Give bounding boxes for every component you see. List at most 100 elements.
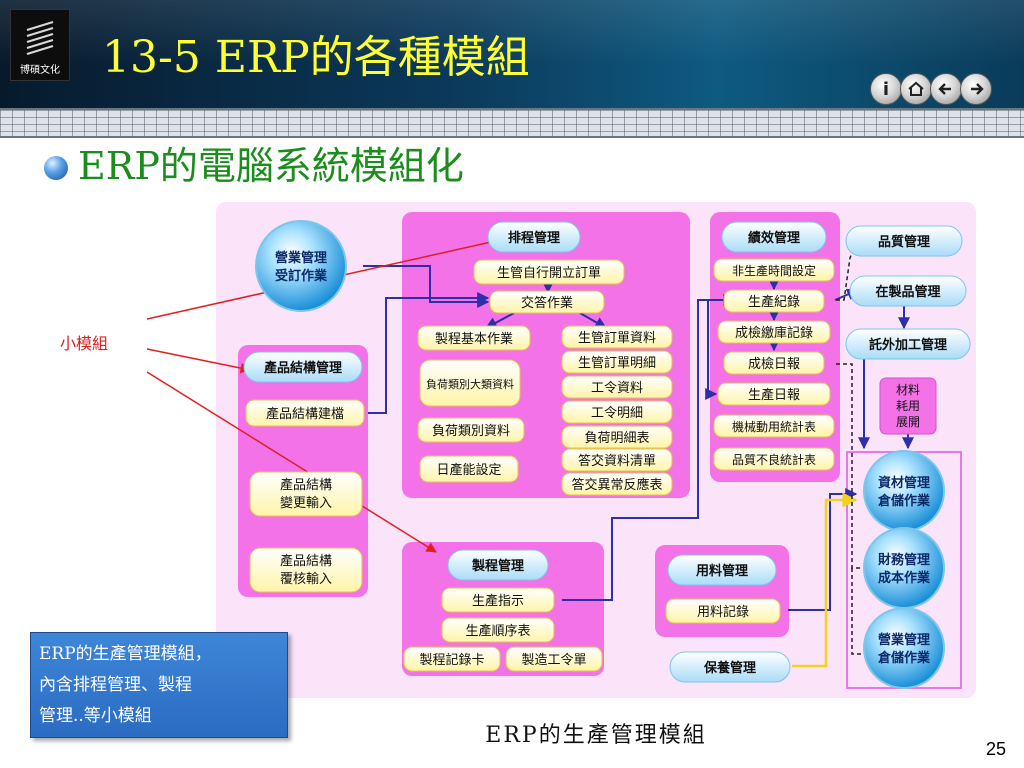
left-arrow-glyph [938, 83, 951, 95]
product-structure-change-line1: 產品結構 [280, 477, 332, 493]
header-grid-stripe [0, 108, 1024, 138]
small-module-label: 小模組 [60, 334, 108, 353]
product-structure-title-node[interactable] [243, 351, 363, 383]
process-title-node[interactable] [447, 549, 549, 581]
process-basic-node[interactable] [417, 325, 531, 351]
perf-label: 成檢日報 [748, 356, 800, 372]
sched-right-node[interactable] [561, 375, 673, 399]
sched-right-node[interactable] [561, 448, 673, 472]
process-basic-label: 製程基本作業 [435, 331, 513, 347]
materials-use-title: 用料管理 [695, 563, 748, 579]
daily-capacity-label: 日產能設定 [436, 462, 501, 478]
process-record-label: 製程記錄卡 [419, 652, 484, 668]
sched-right-node[interactable] [561, 400, 673, 424]
performance-title-node[interactable] [721, 221, 827, 253]
quality-label: 品質管理 [878, 234, 930, 250]
materials-record-label: 用料記錄 [697, 604, 749, 620]
perf-label: 生產日報 [748, 387, 800, 403]
sched-right-label: 答交資料清單 [578, 453, 656, 469]
home-glyph [908, 81, 924, 96]
circle-sales-storage-line2: 倉儲作業 [877, 650, 931, 666]
scheduling-title: 排程管理 [508, 230, 560, 246]
outsource-node[interactable] [845, 328, 971, 360]
sched-right-label: 工令資料 [591, 381, 643, 396]
publisher-logo: 博碩文化 [10, 9, 70, 81]
red-arrow-to-product-structure [146, 348, 252, 374]
sched-right-node[interactable] [561, 325, 673, 349]
perf-label: 機械動用統計表 [732, 419, 816, 434]
perf-node[interactable] [723, 289, 825, 313]
delivery-label: 交答作業 [521, 295, 573, 311]
sched-right-label: 生管訂單明細 [578, 355, 656, 371]
load-category-label: 負荷類別資料 [432, 424, 510, 439]
connector-process-to-production [562, 294, 736, 601]
load-category-node[interactable] [417, 417, 525, 443]
product-structure-create-node[interactable] [245, 399, 365, 427]
circle-finance-cost[interactable]: 財務管理 成本作業 [863, 527, 945, 609]
circle-finance-cost-line1: 財務管理 [877, 552, 930, 568]
wip-node[interactable] [849, 275, 967, 307]
circle-sales-order[interactable]: 營業管理 受訂作業 [255, 220, 347, 312]
sched-right-node[interactable] [561, 425, 673, 449]
product-structure-change-node[interactable] [249, 471, 363, 517]
connector-structure-to-delivery [368, 292, 490, 414]
self-order-node[interactable] [473, 259, 625, 285]
maintenance-node[interactable] [669, 651, 791, 683]
production-instruction-label: 生產指示 [472, 593, 524, 609]
right-arrow-glyph [971, 83, 984, 95]
sched-right-label: 工令明細 [591, 406, 643, 421]
materials-consumption-line1: 材料 [896, 383, 920, 397]
production-sequence-node[interactable] [441, 617, 555, 643]
note-box: ERP的生產管理模組， 內含排程管理、製程 管理..等小模組 [30, 632, 288, 738]
perf-node[interactable] [717, 382, 831, 406]
perf-node[interactable] [713, 447, 835, 471]
materials-use-title-node[interactable] [667, 554, 777, 586]
quality-node[interactable] [845, 225, 963, 257]
circle-sales-storage[interactable]: 營業管理 倉儲作業 [863, 607, 945, 689]
load-category-major-node[interactable] [419, 359, 521, 407]
perf-node[interactable] [713, 414, 835, 438]
work-order-node[interactable] [505, 646, 603, 672]
circle-finance-cost-line2: 成本作業 [878, 570, 931, 586]
connector-sales-to-delivery [363, 265, 490, 308]
production-instruction-node[interactable] [441, 587, 555, 613]
sched-right-label: 負荷明細表 [584, 431, 649, 446]
connector-sales-storage-dashed [851, 568, 862, 655]
back-arrow-icon[interactable] [930, 73, 962, 105]
perf-node[interactable] [713, 258, 835, 282]
sched-right-node[interactable] [561, 472, 673, 496]
performance-title: 績效管理 [748, 230, 800, 246]
connector-finance-dashed [836, 363, 862, 569]
product-structure-create: 產品結構建檔 [266, 406, 344, 422]
product-structure-title: 產品結構管理 [263, 360, 342, 376]
home-icon[interactable] [900, 73, 932, 105]
circle-materials-storage[interactable]: 資材管理 倉儲作業 [863, 450, 945, 532]
delivery-node[interactable] [489, 290, 605, 314]
product-structure-review-node[interactable] [249, 547, 363, 593]
daily-capacity-node[interactable] [419, 455, 519, 483]
perf-node[interactable] [717, 320, 831, 344]
circle-materials-storage-line1: 資材管理 [878, 475, 930, 491]
slide-header [0, 0, 1024, 108]
diagram-caption: ERP的生產管理模組 [485, 723, 706, 748]
sched-right-node[interactable] [561, 350, 673, 374]
note-line: 內含排程管理、製程 [39, 675, 192, 695]
self-order-label: 生管自行開立訂單 [497, 265, 601, 281]
materials-consumption-line2: 耗用 [896, 399, 920, 413]
perf-label: 成檢繳庫記錄 [735, 325, 813, 341]
product-structure-change-line2: 變更輸入 [280, 495, 332, 511]
scheduling-title-node[interactable] [487, 221, 581, 253]
materials-record-node[interactable] [665, 598, 781, 624]
circle-sales-order-line2: 受訂作業 [275, 268, 328, 284]
materials-consumption-line3: 展開 [896, 415, 920, 429]
load-category-major-label: 負荷類別大類資料 [426, 377, 514, 391]
perf-label: 品質不良統計表 [732, 452, 816, 467]
process-record-node[interactable] [403, 646, 501, 672]
info-icon[interactable]: i [870, 73, 902, 105]
note-line: 管理..等小模組 [39, 706, 152, 726]
circle-sales-order-line1: 營業管理 [275, 250, 327, 266]
materials-consumption-node[interactable] [879, 377, 937, 435]
forward-arrow-icon[interactable] [960, 73, 992, 105]
maintenance-label: 保養管理 [703, 660, 756, 676]
perf-node[interactable] [723, 351, 825, 375]
